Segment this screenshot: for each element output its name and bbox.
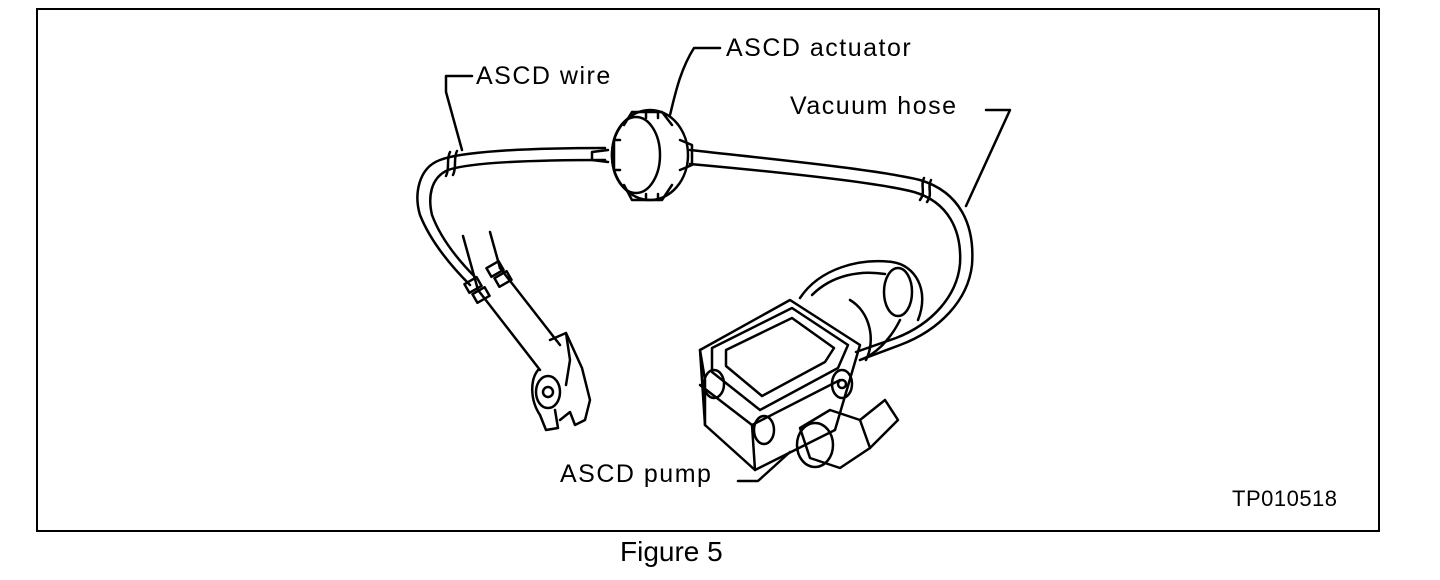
ascd-actuator bbox=[590, 108, 694, 202]
figure-code: TP010518 bbox=[1232, 486, 1338, 511]
vacuum-hose bbox=[688, 148, 974, 362]
hose-leader bbox=[964, 108, 1012, 208]
ascd-pump-label: ASCD pump bbox=[560, 460, 713, 488]
ascd-actuator-label: ASCD actuator bbox=[726, 34, 913, 62]
ascd-wire-label: ASCD wire bbox=[476, 62, 612, 90]
wire-leader bbox=[444, 74, 474, 152]
ascd-wire bbox=[416, 146, 607, 432]
diagram-frame bbox=[36, 8, 1380, 532]
actuator-leader bbox=[668, 46, 722, 117]
pump-leader bbox=[736, 450, 792, 483]
leader-lines bbox=[444, 46, 1012, 483]
ascd-pump bbox=[698, 259, 924, 472]
vacuum-hose-label: Vacuum hose bbox=[790, 92, 958, 120]
figure-caption: Figure 5 bbox=[620, 536, 723, 567]
